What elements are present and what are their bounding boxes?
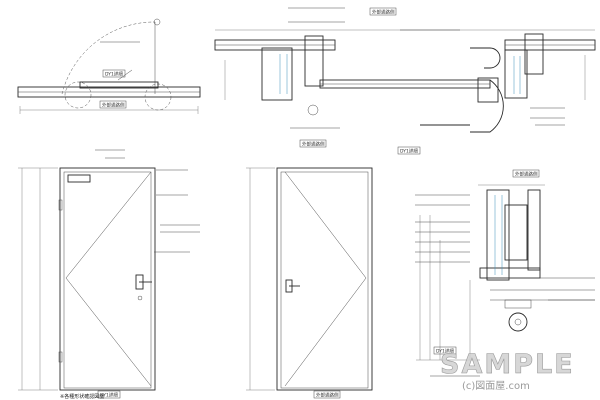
watermark-copyright: (c)図面屋.com	[462, 380, 530, 392]
top-left-plan-view: DY1詳細 外部通路側	[17, 18, 201, 114]
tag-dy1-detail-low: DY1詳細	[436, 348, 454, 355]
watermark-sample: SAMPLE	[440, 349, 575, 380]
tag-outer-wall: 外部通路側	[102, 102, 125, 109]
right-section-detail: 外部通路側 DY1詳細	[415, 169, 595, 377]
caption-bottom-left: ※各種形状確認図面	[60, 393, 104, 400]
tag-plan-detail: DY1詳細	[105, 71, 123, 78]
tag-side-outer: 外部通路側	[302, 141, 325, 148]
tag-right-outer: 外部通路側	[515, 171, 538, 178]
top-right-plan-detail: 外部通路側	[214, 7, 596, 155]
tag-bottom-mid-outer: 外部通路側	[316, 392, 339, 399]
tag-dy1-detail-mid: DY1詳細	[400, 148, 418, 155]
left-door-elevation: ※各種形状確認図面 DY1詳細	[18, 149, 200, 400]
tag-bottom-left-dy1: DY1詳細	[100, 392, 118, 399]
tag-top-outer: 外部通路側	[372, 9, 395, 16]
center-door-elevation: 外部通路側	[246, 167, 373, 399]
